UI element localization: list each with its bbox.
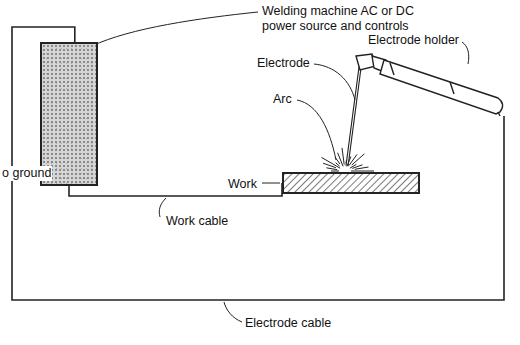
hatching [284, 174, 418, 192]
spark-stroke [338, 153, 344, 167]
electrode-holder: Electrode holder [350, 30, 510, 116]
spark-stroke [342, 148, 344, 165]
spark-stroke [323, 163, 336, 168]
leader-line [224, 302, 242, 322]
part-label: Electrode [256, 56, 311, 71]
cable-line [12, 27, 504, 300]
spark-stroke [355, 167, 369, 169]
spark-stroke [346, 160, 348, 163]
node-label: Welding machine AC or DC power source an… [262, 4, 442, 34]
electrode-rod-core [347, 60, 361, 166]
cable-label: Electrode cable [244, 316, 332, 331]
spark-stroke [322, 157, 341, 168]
spark-stroke [352, 154, 365, 165]
leader-line [262, 183, 280, 184]
work-piece: Work [282, 172, 420, 194]
electrode-rod [347, 60, 361, 166]
part-label: o ground [1, 166, 52, 181]
power-source-box: Welding machine AC or DC power source an… [40, 42, 98, 186]
node-label: Work [228, 177, 257, 192]
leader-line [462, 42, 469, 64]
leader-line [92, 12, 258, 46]
part-label: Arc [272, 92, 293, 107]
leader-line [297, 100, 336, 160]
cable-label: Work cable [165, 214, 229, 229]
arc-sparks [322, 148, 375, 171]
node-label: Electrode holder [368, 33, 459, 48]
leader-line [314, 64, 355, 100]
